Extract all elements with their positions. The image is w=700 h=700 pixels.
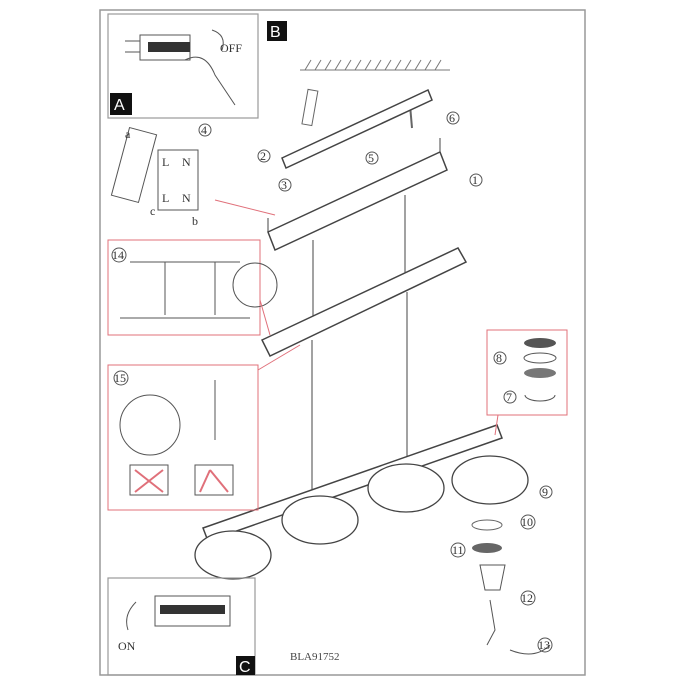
mounting-bracket	[281, 88, 433, 170]
connecting-tube	[260, 247, 468, 357]
panel-c-switch-on: ON C	[107, 577, 256, 676]
svg-text:N: N	[182, 155, 191, 169]
step-15: 15	[114, 371, 126, 385]
panel-a-letter: A	[114, 97, 125, 114]
model-code: BLA91752	[290, 651, 340, 663]
svg-text:b: b	[192, 214, 198, 228]
ceiling-hatch	[300, 59, 450, 71]
step-8: 8	[496, 351, 502, 365]
svg-text:B: B	[270, 24, 281, 41]
step-9: 9	[542, 485, 548, 499]
light-bar	[202, 424, 503, 542]
svg-text:c: c	[150, 204, 155, 218]
canopy	[267, 150, 448, 252]
svg-text:N: N	[182, 191, 191, 205]
step-13: 13	[538, 638, 550, 652]
wiring-panel: L N L N a b c	[110, 126, 276, 228]
step-numbers: 1 2 3 4 5 6 7 8 9 10 11 12 13 14 15	[111, 111, 553, 653]
wall-plug	[301, 88, 319, 127]
panel-step-15	[107, 344, 301, 511]
glass-shade	[194, 530, 272, 580]
on-label: ON	[118, 639, 136, 653]
step-2: 2	[260, 149, 266, 163]
step-6: 6	[449, 111, 455, 125]
step-11: 11	[452, 543, 464, 557]
glass-shade	[281, 495, 359, 545]
suspension-wires	[311, 195, 408, 492]
glass-shade	[451, 455, 529, 505]
panel-step-14	[107, 239, 278, 336]
glass-shade	[367, 463, 445, 513]
step-12: 12	[521, 591, 533, 605]
step-3: 3	[281, 178, 287, 192]
svg-text:a: a	[125, 127, 131, 141]
step-7: 7	[506, 390, 512, 404]
panel-b-label: B	[267, 21, 287, 41]
step-10: 10	[521, 515, 533, 529]
step-14: 14	[112, 248, 124, 262]
step-5: 5	[368, 151, 374, 165]
step-4: 4	[201, 123, 207, 137]
off-label: OFF	[220, 41, 242, 55]
bulb-parts	[471, 519, 551, 655]
panel-c-letter: C	[239, 659, 251, 676]
svg-text:L: L	[162, 155, 169, 169]
page-frame	[99, 9, 586, 676]
glass-shades	[194, 455, 529, 580]
svg-text:L: L	[162, 191, 169, 205]
step-1: 1	[472, 173, 478, 187]
panel-a-switch-off: OFF A	[107, 13, 259, 119]
panel-steps-7-8	[486, 329, 568, 436]
